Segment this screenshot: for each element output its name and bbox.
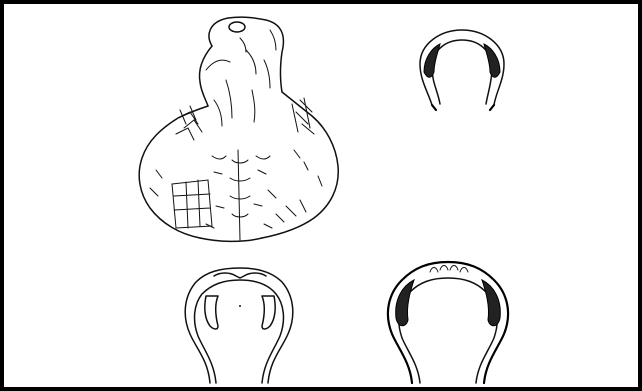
figure-cross-section-bottom-left — [185, 268, 293, 383]
anatomical-illustration — [4, 4, 638, 387]
figure-cross-section-top-right — [420, 30, 504, 110]
figure-external-view — [139, 17, 338, 241]
figure-cross-section-bottom-right — [388, 262, 508, 383]
